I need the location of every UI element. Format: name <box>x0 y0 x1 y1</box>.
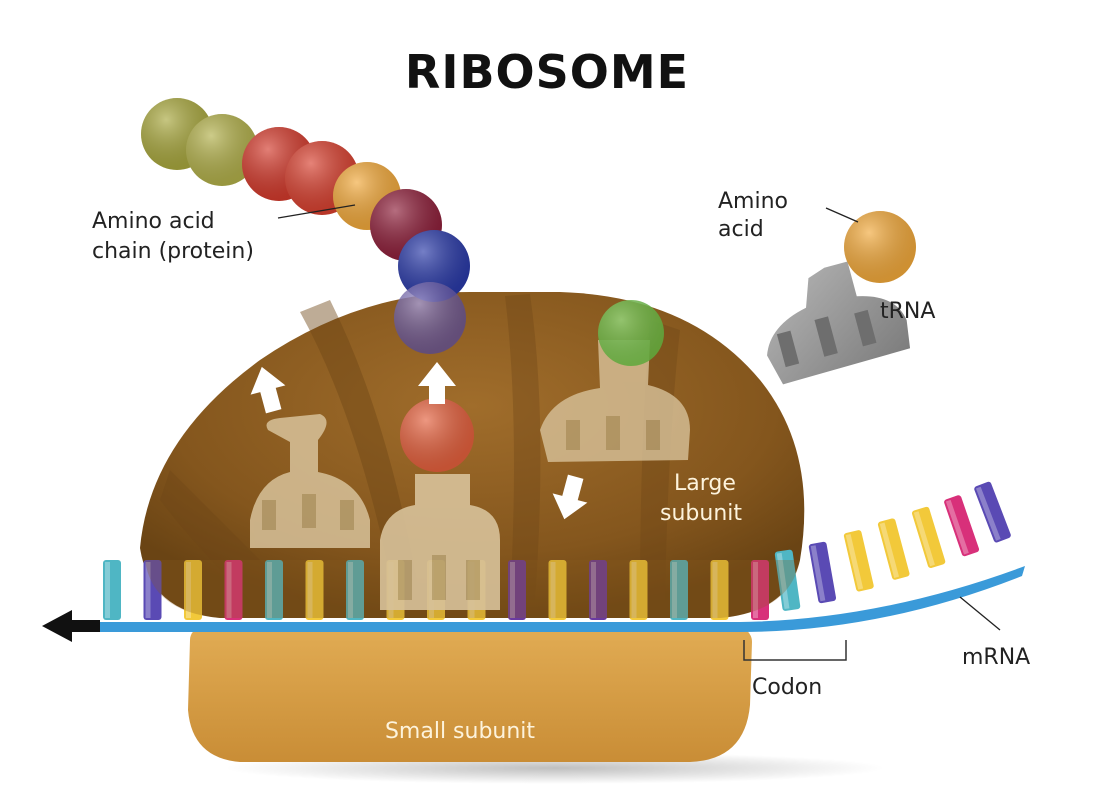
nucleotide-base <box>103 560 121 620</box>
large-subunit-fold <box>505 294 541 600</box>
amino-acid-chain <box>141 98 470 354</box>
chain-amino-acid-shade <box>186 114 258 186</box>
arrow-up-center <box>418 362 456 404</box>
nucleotide-base <box>670 560 688 620</box>
trna-p-site <box>380 474 500 610</box>
leader-line-amino-acid <box>825 207 859 223</box>
label-amino-acid-chain-2: chain (protein) <box>92 239 254 264</box>
nucleotide-base <box>589 560 607 620</box>
nucleotide-base <box>143 560 162 620</box>
label-codon: Codon <box>752 675 822 700</box>
chain-amino-acid-shade <box>394 282 466 354</box>
page-title: RIBOSOME <box>405 45 689 99</box>
nucleotide-base <box>224 560 243 620</box>
nucleotide-base <box>184 560 202 620</box>
nucleotide-base <box>346 560 364 620</box>
arrow-up-left <box>250 366 286 414</box>
nucleotide-base <box>629 560 648 620</box>
nucleotide-base <box>974 481 1011 543</box>
codon-bracket <box>743 640 847 661</box>
nucleotide-base <box>944 495 980 557</box>
trna-entering <box>540 340 690 462</box>
nucleotide-base <box>751 560 769 620</box>
label-trna: tRNA <box>880 299 935 324</box>
arrow-down-right <box>552 474 588 520</box>
mrna-direction-arrow <box>42 610 100 642</box>
label-small-subunit: Small subunit <box>385 719 535 744</box>
nucleotide-base <box>305 560 324 620</box>
nucleotide-base <box>508 560 526 620</box>
nucleotide-base <box>548 560 567 620</box>
trna-exiting <box>250 414 370 548</box>
label-mrna: mRNA <box>962 645 1030 670</box>
label-amino-acid-1: Amino <box>718 189 788 214</box>
leader-line-chain <box>277 204 356 219</box>
label-large-subunit-1: Large <box>674 471 736 496</box>
leader-line-mrna <box>959 596 1001 631</box>
nucleotide-base <box>912 506 946 568</box>
label-amino-acid-2: acid <box>718 217 764 242</box>
nucleotide-base <box>877 518 910 580</box>
nucleotide-base <box>710 560 729 620</box>
nucleotide-base <box>774 549 801 611</box>
nucleotide-base <box>843 530 874 592</box>
mrna-backbone <box>70 566 1025 632</box>
label-amino-acid-chain-1: Amino acid <box>92 209 215 234</box>
nucleotide-base <box>265 560 283 620</box>
free-trna <box>767 261 911 385</box>
nucleotide-base <box>808 541 837 604</box>
label-large-subunit-2: subunit <box>660 501 742 526</box>
chain-amino-acid-shade <box>398 230 470 302</box>
small-subunit <box>188 622 752 762</box>
